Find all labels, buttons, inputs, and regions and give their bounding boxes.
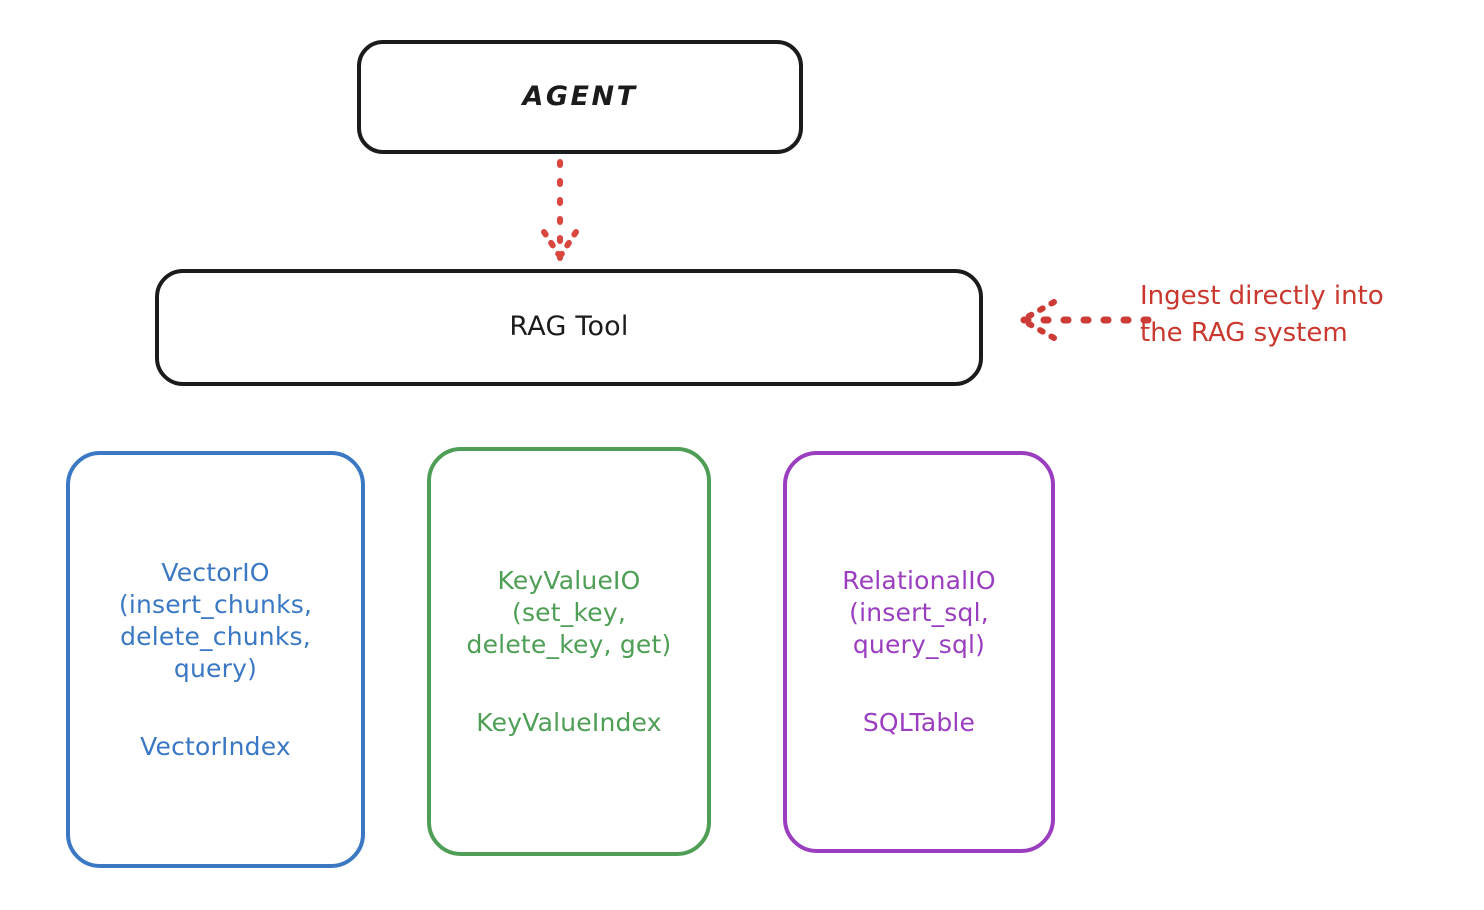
- node-key-value-io-api-label: KeyValueIO (set_key, delete_key, get): [466, 565, 672, 659]
- node-relational-io[interactable]: RelationalIO (insert_sql, query_sql) SQL…: [783, 451, 1055, 853]
- node-vector-io-index-label: VectorIndex: [140, 731, 291, 761]
- arrow-ingest-to-rag-tool: [1018, 299, 1152, 341]
- node-relational-io-api-label: RelationalIO (insert_sql, query_sql): [842, 566, 996, 659]
- arrow-agent-to-rag-tool: [541, 159, 579, 261]
- arrow-head-left: [541, 229, 562, 258]
- arrow-head-bottom: [1021, 318, 1057, 341]
- node-relational-io-index-label: SQLTable: [862, 708, 976, 737]
- arrow-head-right: [558, 229, 579, 258]
- node-rag-tool[interactable]: RAG Tool: [155, 269, 983, 386]
- node-vector-io-api-label: VectorIO (insert_chunks, delete_chunks, …: [118, 557, 313, 683]
- node-key-value-io-index-label: KeyValueIndex: [476, 707, 662, 737]
- node-vector-io[interactable]: VectorIO (insert_chunks, delete_chunks, …: [66, 451, 365, 868]
- node-agent[interactable]: AGENT: [357, 40, 803, 154]
- annotation-ingest: Ingest directly into the RAG system: [1140, 281, 1384, 348]
- node-rag-tool-label: RAG Tool: [509, 311, 629, 343]
- arrow-head-top: [1021, 299, 1057, 322]
- node-key-value-io[interactable]: KeyValueIO (set_key, delete_key, get) Ke…: [427, 447, 711, 856]
- node-agent-label: AGENT: [522, 80, 638, 112]
